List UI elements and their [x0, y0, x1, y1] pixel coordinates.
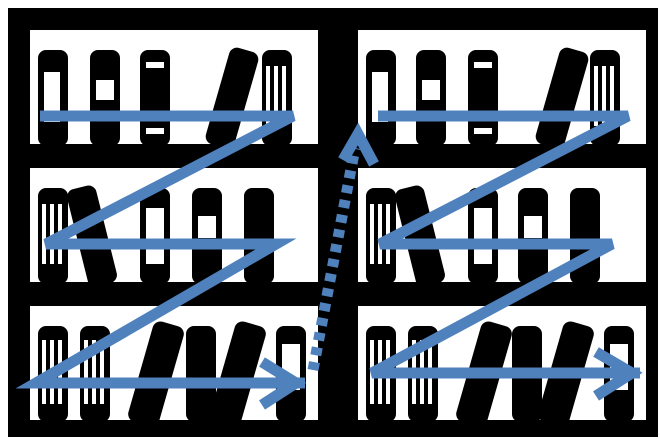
book — [140, 50, 170, 146]
book — [416, 50, 446, 146]
book — [140, 188, 170, 284]
book — [186, 326, 216, 422]
book — [518, 188, 548, 284]
book — [38, 50, 68, 146]
book — [192, 188, 222, 284]
book — [366, 50, 396, 146]
book — [244, 188, 274, 284]
book — [468, 50, 498, 146]
book — [90, 50, 120, 146]
